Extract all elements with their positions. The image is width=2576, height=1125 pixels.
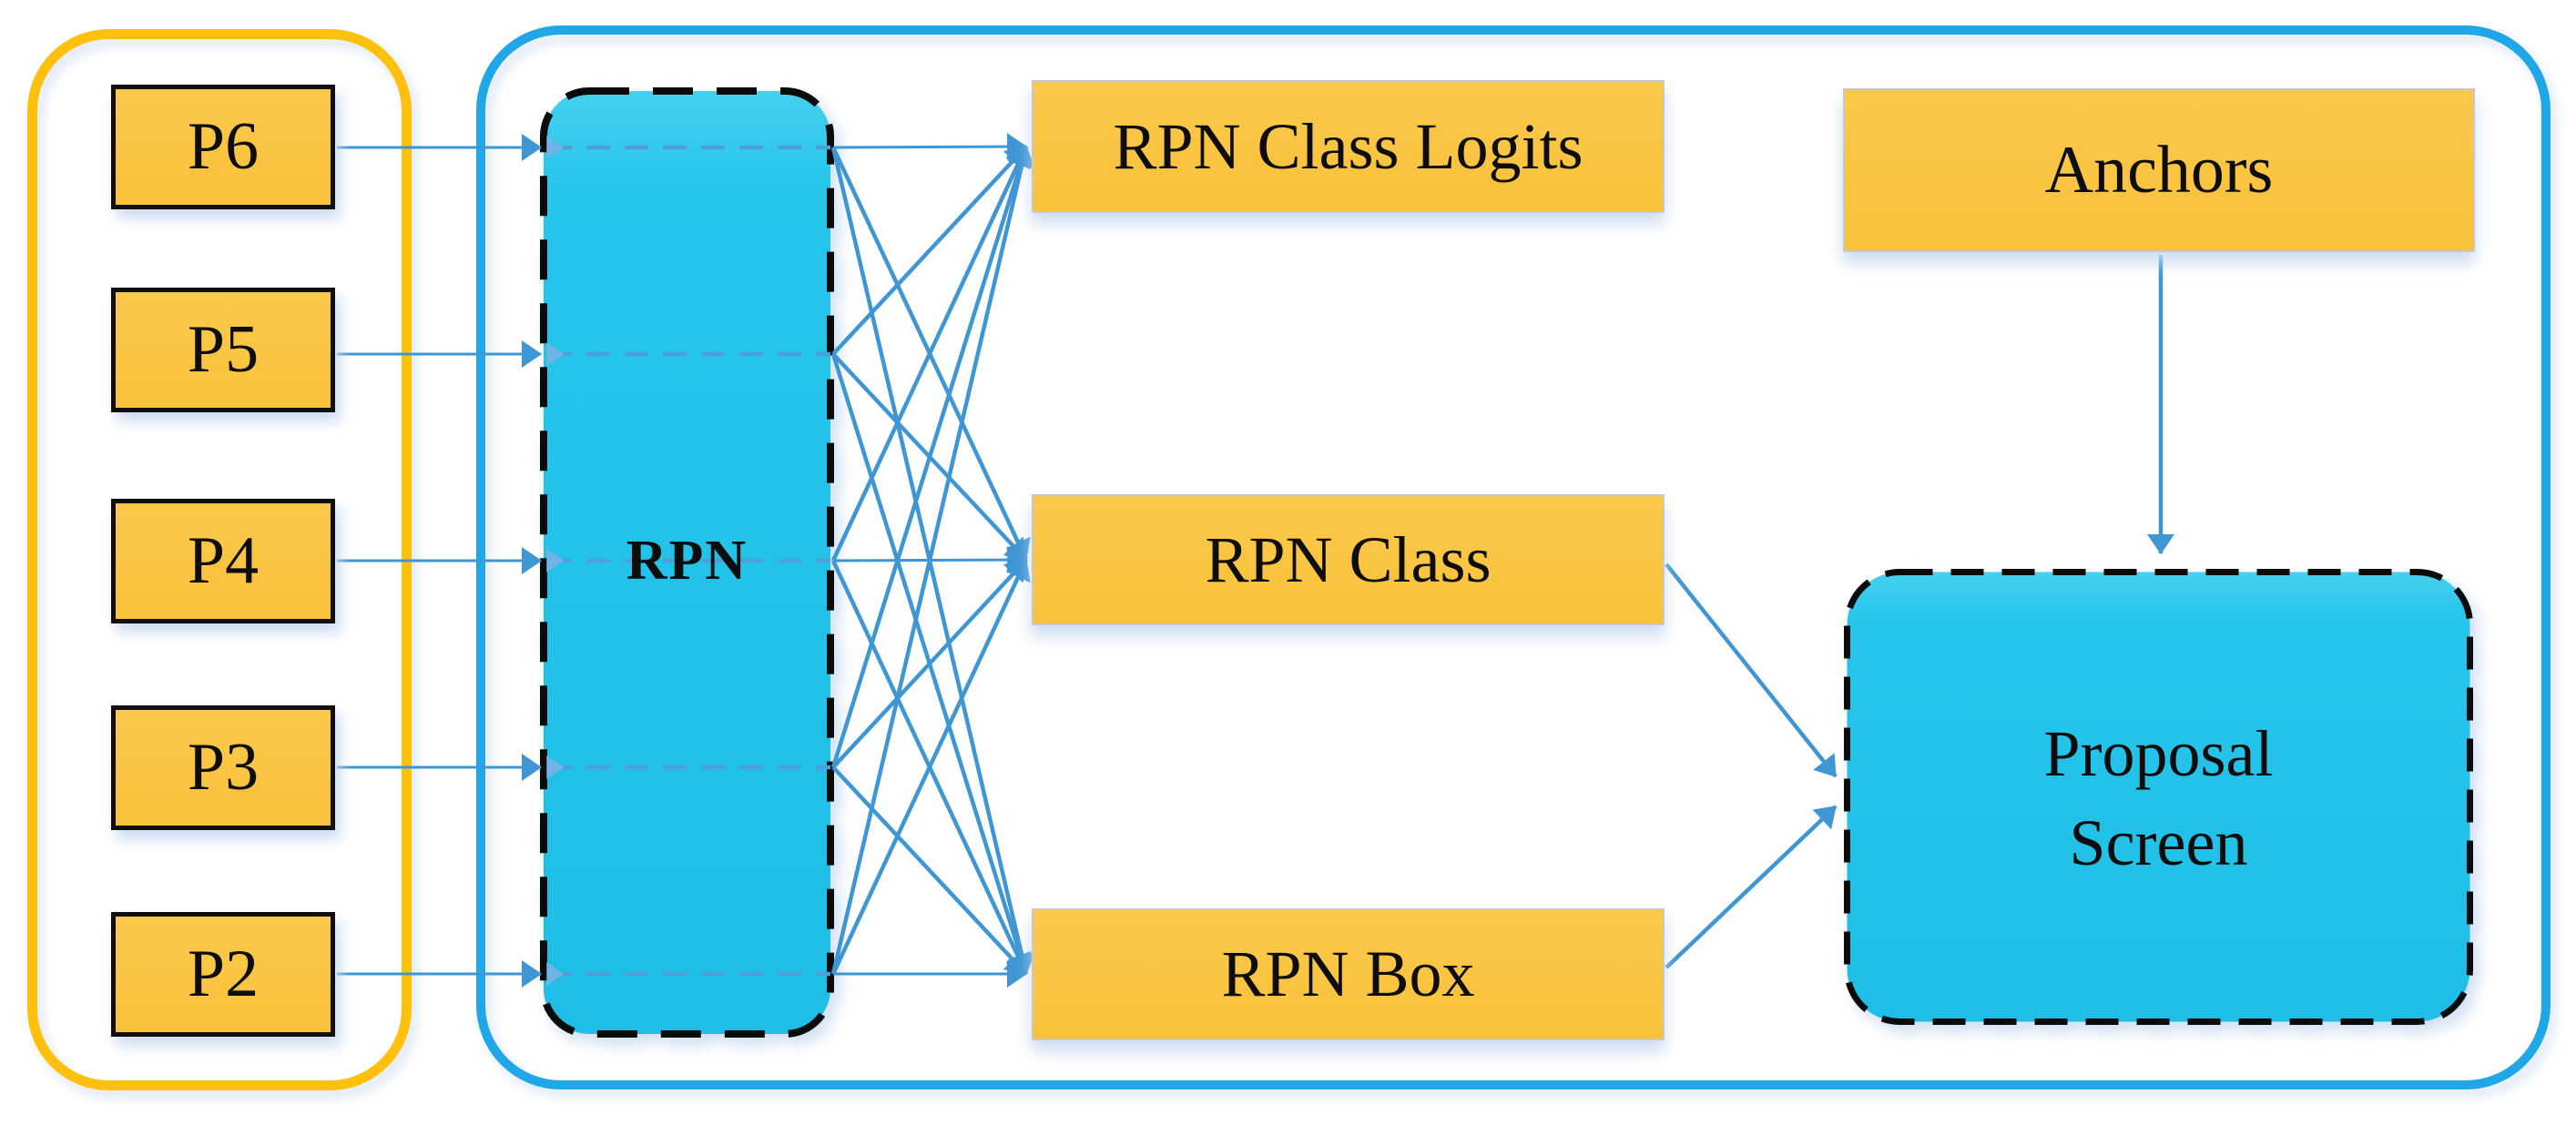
feature-map-p2-label: P2 [187, 937, 260, 1011]
feature-map-p6: P6 [111, 85, 335, 209]
arrow-class-to-proposal [1665, 562, 1838, 778]
fan-p3-to-logits [830, 146, 1034, 768]
feature-map-p6-label: P6 [187, 109, 260, 184]
feature-map-p4-label: P4 [187, 523, 260, 598]
rpn-fanout-arrows [830, 133, 1035, 988]
fan-p2-to-logits [830, 146, 1035, 975]
fan-p5-to-logits [831, 145, 1028, 356]
rpn-box-box: RPN Box [1032, 908, 1665, 1040]
proposal-screen-label: Proposal Screen [1844, 709, 2473, 887]
fan-p4-to-logits [830, 146, 1031, 562]
feature-map-p5: P5 [111, 288, 335, 412]
rpn-group-outline [476, 25, 2551, 1090]
feature-map-p5-label: P5 [187, 312, 260, 387]
rpn-class-logits-box: RPN Class Logits [1032, 80, 1665, 213]
feature-map-p2: P2 [111, 912, 335, 1037]
rpn-label-text: RPN [626, 529, 748, 592]
anchors-box: Anchors [1843, 88, 2475, 252]
rpn-internal-dashed-lines [546, 136, 830, 986]
arrow-box-to-proposal [1665, 805, 1838, 969]
rpn-block-shape [540, 87, 834, 1038]
rpn-class-logits-label: RPN Class Logits [1113, 109, 1583, 183]
proposal-screen-shape [1844, 569, 2473, 1025]
fan-p2-to-class [830, 559, 1031, 975]
feature-map-p4: P4 [111, 499, 335, 623]
feature-map-p3: P3 [111, 705, 335, 830]
proposal-screen-label-text: Proposal Screen [2043, 717, 2274, 879]
feature-map-to-rpn-arrows [337, 134, 542, 988]
proposal-input-arrows [1665, 255, 2174, 969]
rpn-class-label: RPN Class [1205, 522, 1492, 596]
feature-map-p3-label: P3 [187, 730, 260, 805]
anchors-label: Anchors [2044, 132, 2274, 208]
fan-p3-to-class [831, 558, 1028, 769]
fan-p3-to-box [831, 765, 1028, 976]
rpn-box-label: RPN Box [1221, 938, 1475, 1010]
rpn-class-box: RPN Class [1032, 494, 1665, 625]
rpn-block-label: RPN [540, 524, 834, 597]
